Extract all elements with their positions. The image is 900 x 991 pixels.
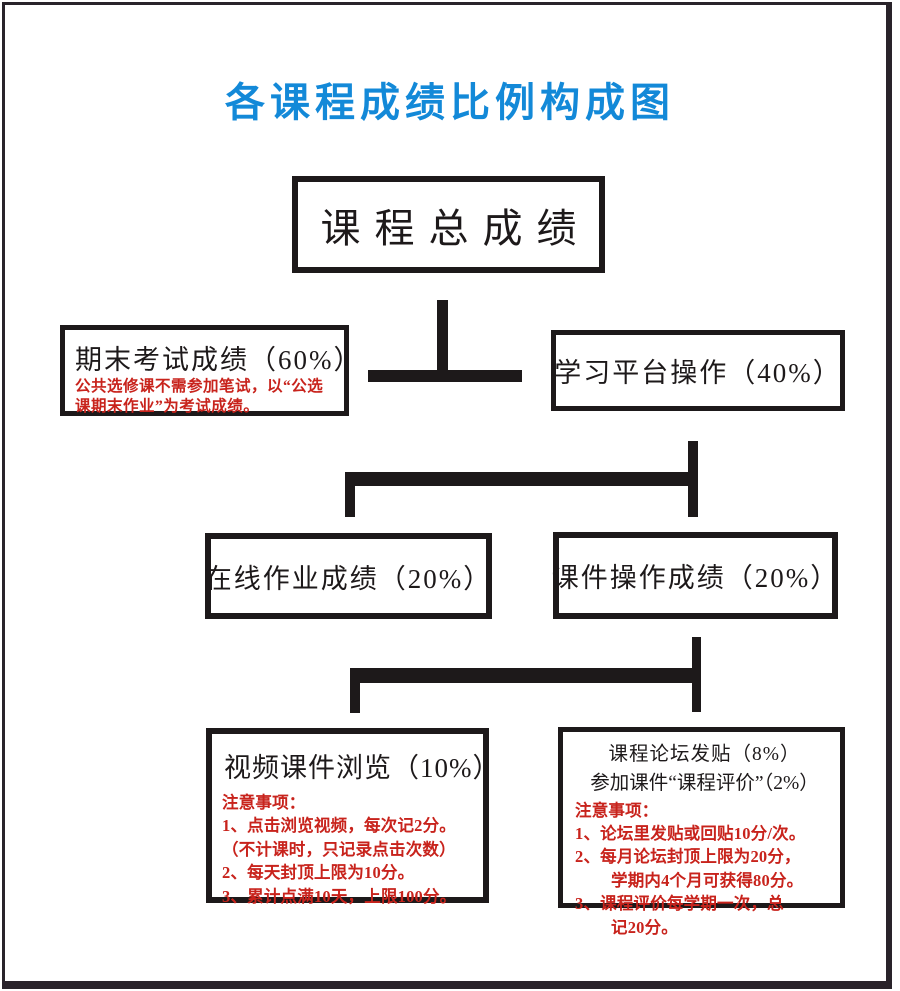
forum-notes: 注意事项： 1、论坛里发贴或回贴10分/次。 2、每月论坛封顶上限为20分， 学…	[575, 799, 834, 940]
connector-courseware-horizontal	[350, 668, 698, 683]
connector-platform-horizontal	[345, 472, 698, 486]
node-courseware-operation: 课件操作成绩（20%）	[551, 532, 840, 619]
note-line: 2、每月论坛封顶上限为20分，	[575, 847, 801, 867]
node-label: 课件操作成绩（20%）	[551, 563, 840, 593]
node-label: 视频课件浏览（10%）	[224, 753, 501, 783]
node-online-homework: 在线作业成绩（20%）	[205, 533, 492, 619]
node-course-total-score: 课程总成绩	[292, 176, 605, 273]
connector-courseware-vertical-left	[350, 668, 360, 713]
note-line: 2、每天封顶上限为10分。	[222, 863, 415, 883]
note-line: 学期内4个月可获得80分。	[611, 870, 804, 890]
node-label: 学习平台操作（40%）	[554, 358, 842, 388]
note-line: 3、课程评价每学期一次，总	[575, 894, 784, 914]
node-label: 期末考试成绩（60%）	[75, 345, 363, 375]
page-title: 各课程成绩比例构成图	[225, 81, 675, 125]
node-label-line2: 参加课件“课程评价”（2%）	[590, 773, 819, 795]
note-line: （不计课时，只记录点击次数）	[222, 839, 456, 859]
video-notes: 注意事项： 1、点击浏览视频，每次记2分。 （不计课时，只记录点击次数） 2、每…	[222, 791, 477, 908]
note-line: 1、论坛里发贴或回贴10分/次。	[575, 823, 806, 843]
connector-platform-vertical-left	[345, 472, 355, 517]
node-label-line1: 课程论坛发贴（8%）	[608, 744, 801, 765]
note-line: 3、累计点满10天，上限100分。	[222, 886, 457, 906]
node-label: 在线作业成绩（20%）	[204, 563, 493, 594]
node-forum-posting: 课程论坛发贴（8%） 参加课件“课程评价”（2%） 注意事项： 1、论坛里发贴或…	[558, 727, 845, 937]
node-learning-platform: 学习平台操作（40%）	[551, 330, 845, 411]
notes-title: 注意事项：	[222, 793, 306, 812]
node-video-browsing: 视频课件浏览（10%） 注意事项： 1、点击浏览视频，每次记2分。 （不计课时，…	[206, 728, 501, 906]
note-line: 记20分。	[611, 917, 678, 937]
connector-total-vertical	[437, 300, 448, 382]
note-line: 1、点击浏览视频，每次记2分。	[222, 816, 456, 836]
exam-note: 公共选修课不需参加笔试，以“公选课期末作业”为考试成绩。	[75, 378, 324, 416]
node-label: 课程总成绩	[320, 205, 591, 251]
connector-total-horizontal	[368, 370, 522, 382]
node-final-exam: 期末考试成绩（60%） 公共选修课不需参加笔试，以“公选课期末作业”为考试成绩。	[60, 325, 363, 416]
notes-title: 注意事项：	[575, 800, 659, 820]
